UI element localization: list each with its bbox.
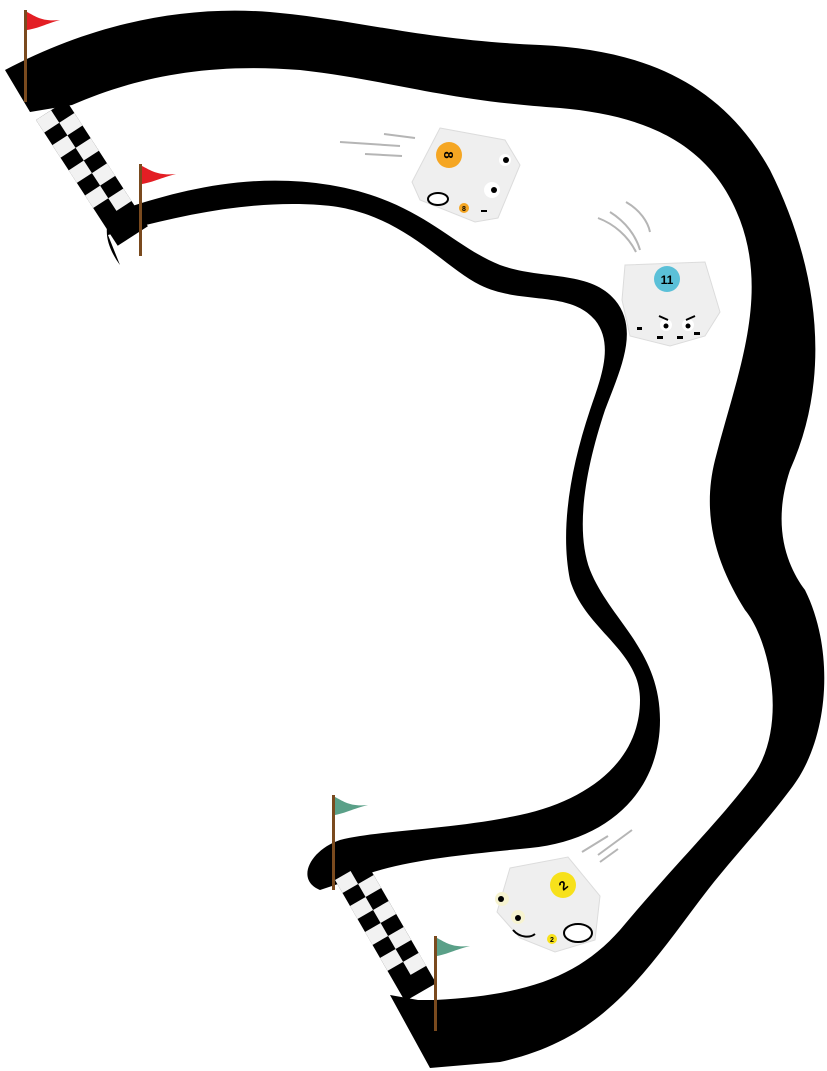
green-flag-icon	[335, 797, 368, 815]
flag-bottom-outer	[434, 936, 470, 1031]
green-flag-icon	[437, 938, 470, 956]
flag-bottom-inner	[332, 795, 368, 890]
badge-number: 8	[441, 151, 456, 158]
flag-top-outer	[24, 10, 60, 102]
badge-number: 11	[661, 273, 674, 287]
flag-top-inner	[139, 164, 176, 256]
number-badge	[436, 142, 462, 168]
motion-lines-icon	[581, 829, 633, 863]
red-flag-icon	[27, 12, 60, 30]
small-badge-number: 8	[462, 206, 466, 213]
checkered-line-top	[36, 100, 148, 246]
robot-11: 11	[597, 201, 721, 347]
number-badge	[550, 872, 576, 898]
small-badge-number: 2	[550, 937, 554, 944]
motion-lines-icon	[339, 133, 416, 157]
track-outer-band	[5, 10, 825, 1068]
checkered-line-bottom	[335, 862, 437, 1002]
number-badge	[654, 266, 680, 292]
track-inner-band	[106, 180, 660, 890]
wheel-icon	[427, 192, 449, 206]
motion-arcs-icon	[597, 201, 651, 253]
robot-2: 2 2	[495, 829, 633, 953]
smile-icon	[512, 929, 536, 938]
red-flag-icon	[142, 166, 176, 184]
robot-8: 8 8	[339, 127, 521, 223]
race-track	[5, 10, 825, 1068]
robot-body	[621, 261, 721, 347]
wheel-icon	[563, 923, 593, 943]
